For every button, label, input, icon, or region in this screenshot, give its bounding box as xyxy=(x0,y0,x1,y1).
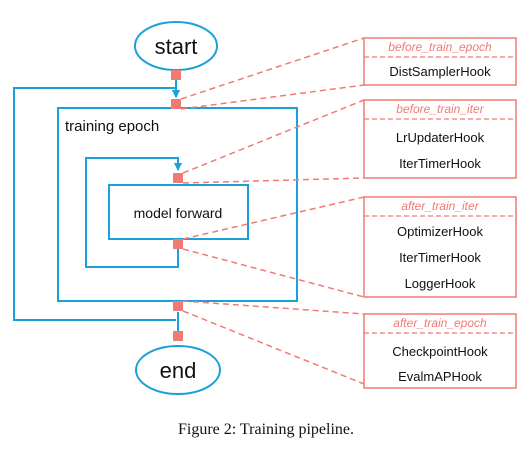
hook-point-start xyxy=(171,70,181,80)
model-forward-box: model forward xyxy=(108,184,249,240)
hook-group-title: before_train_iter xyxy=(396,102,484,116)
hook-item: IterTimerHook xyxy=(399,156,481,171)
hook-point-end-top xyxy=(173,331,183,341)
hook-group-title: before_train_epoch xyxy=(388,40,492,54)
hook-group-after-train-epoch: after_train_epoch CheckpointHook EvalmAP… xyxy=(363,313,517,389)
hook-point-after-train-iter xyxy=(173,239,183,249)
end-node: end xyxy=(135,345,221,395)
hook-item: IterTimerHook xyxy=(399,250,481,265)
hook-point-before-train-iter xyxy=(173,173,183,183)
hook-group-before-train-iter: before_train_iter LrUpdaterHook IterTime… xyxy=(363,99,517,179)
hook-connectors xyxy=(180,37,365,385)
hook-point-before-train-epoch xyxy=(171,99,181,109)
hook-group-after-train-iter: after_train_iter OptimizerHook IterTimer… xyxy=(363,196,517,298)
hook-item: CheckpointHook xyxy=(392,344,488,359)
hook-item: LrUpdaterHook xyxy=(396,130,485,145)
hook-item: OptimizerHook xyxy=(397,224,483,239)
training-epoch-label: training epoch xyxy=(65,118,159,135)
hook-point-after-train-epoch xyxy=(173,301,183,311)
hook-points xyxy=(171,70,183,341)
start-label: start xyxy=(155,34,198,59)
hook-item: EvalmAPHook xyxy=(398,369,482,384)
hook-item: DistSamplerHook xyxy=(389,64,491,79)
hook-group-title: after_train_iter xyxy=(401,199,479,213)
hook-group-title: after_train_epoch xyxy=(393,316,487,330)
end-label: end xyxy=(160,358,197,383)
training-pipeline-diagram: start end training epoch model forward xyxy=(13,21,517,395)
model-forward-label: model forward xyxy=(134,205,223,221)
figure-caption: Figure 2: Training pipeline. xyxy=(178,421,354,438)
start-node: start xyxy=(134,21,218,71)
hook-item: LoggerHook xyxy=(405,276,476,291)
hook-group-before-train-epoch: before_train_epoch DistSamplerHook xyxy=(363,37,517,86)
